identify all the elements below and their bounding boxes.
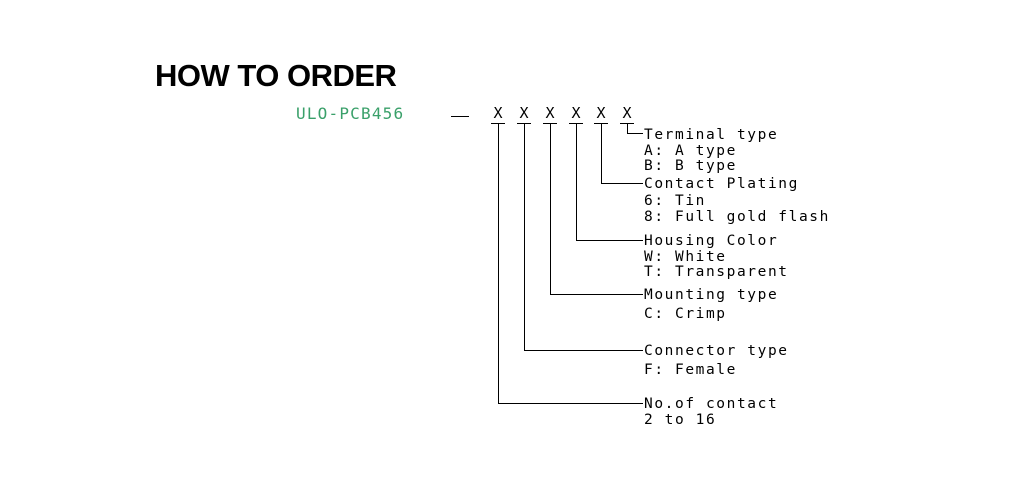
code-slot-2: X xyxy=(519,104,529,122)
leader-housing-color xyxy=(576,124,643,241)
separator-dash xyxy=(451,116,469,117)
field-contact-plating-label: Contact Plating xyxy=(644,176,799,192)
leader-mounting-type xyxy=(550,124,643,295)
field-housing-color-option-t: T: Transparent xyxy=(644,264,789,280)
field-contact-plating-option-6: 6: Tin xyxy=(644,193,706,209)
field-housing-color-label: Housing Color xyxy=(644,233,779,249)
leader-contact-plating xyxy=(601,124,643,184)
page-title: HOW TO ORDER xyxy=(155,58,397,93)
field-mounting-type-option-c: C: Crimp xyxy=(644,306,727,322)
field-connector-type-label: Connector type xyxy=(644,343,789,359)
field-no-of-contact-label: No.of contact xyxy=(644,396,779,412)
field-no-of-contact-range: 2 to 16 xyxy=(644,412,717,428)
leader-no-of-contact xyxy=(498,124,643,404)
code-slot-1: X xyxy=(493,104,503,122)
field-mounting-type-label: Mounting type xyxy=(644,287,779,303)
field-connector-type-option-f: F: Female xyxy=(644,362,737,378)
field-housing-color-option-w: W: White xyxy=(644,249,727,265)
code-slot-3: X xyxy=(545,104,555,122)
code-slot-6: X xyxy=(622,104,632,122)
field-terminal-type-label: Terminal type xyxy=(644,127,779,143)
leader-connector-type xyxy=(524,124,643,351)
part-number-prefix: ULO-PCB456 xyxy=(296,104,405,123)
field-terminal-type-option-b: B: B type xyxy=(644,158,737,174)
code-slot-5: X xyxy=(596,104,606,122)
code-slot-4: X xyxy=(571,104,581,122)
field-terminal-type-option-a: A: A type xyxy=(644,143,737,159)
leader-terminal-type xyxy=(627,124,643,134)
field-contact-plating-option-8: 8: Full gold flash xyxy=(644,209,830,225)
